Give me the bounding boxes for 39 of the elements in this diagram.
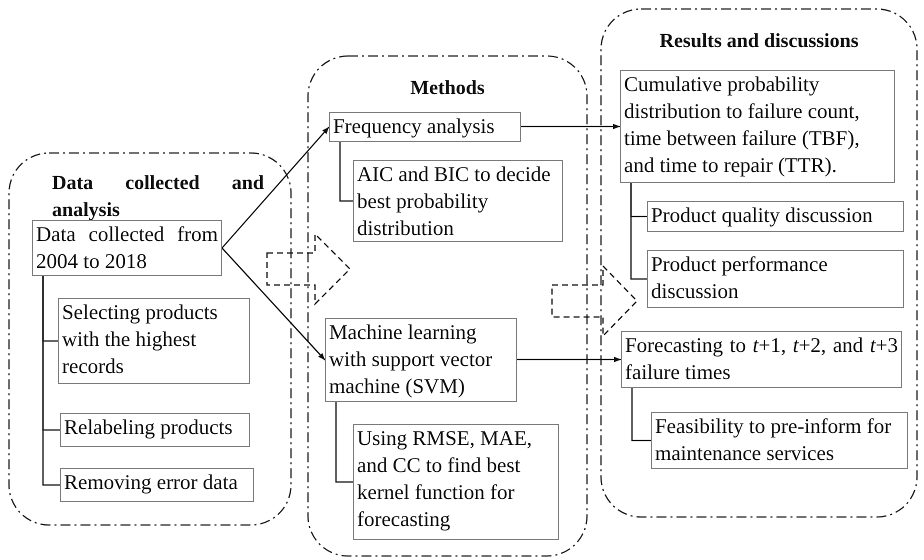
process-box [58, 298, 250, 384]
connector-line [42, 276, 60, 486]
block-arrow [266, 232, 351, 306]
box-text: Machine learning with support vector machine (SVM) [329, 319, 494, 400]
arrow [222, 126, 330, 248]
box-text: Using RMSE, MAE, and CC to find best kernel function for forecasting [357, 425, 534, 533]
section-heading: Data collected and analysis [52, 171, 264, 223]
section-panel [307, 55, 588, 557]
connector-line [335, 402, 353, 483]
box-text: Data collected from 2004 to 2018 [36, 221, 218, 275]
box-text: Frequency analysis [333, 113, 496, 140]
block-arrow [551, 264, 638, 338]
arrow [517, 356, 621, 362]
process-box [60, 468, 254, 502]
connector-line [630, 183, 647, 280]
box-text: Forecasting to t+1, t+2, and t+3 failure times [625, 332, 898, 386]
box-text: Selecting products with the highest records [62, 299, 219, 380]
process-box [353, 424, 559, 540]
box-text: Feasibility to pre-inform for maintenance services [655, 413, 892, 467]
section-heading: Results and discussions [658, 29, 860, 54]
connector-line [631, 388, 651, 442]
box-text: Removing error data [64, 469, 239, 496]
process-box [60, 413, 250, 447]
box-text: AIC and BIC to decide best probability distribution [357, 161, 552, 242]
process-box [647, 250, 904, 308]
section-heading: Methods [409, 76, 486, 101]
arrow [222, 248, 326, 360]
box-text: Product quality discussion [651, 202, 874, 229]
box-text: Product performance discussion [651, 251, 829, 305]
section-panel [8, 152, 292, 526]
arrow [521, 124, 620, 130]
section-panel [600, 8, 918, 518]
process-box [647, 201, 904, 232]
connector-line [339, 142, 353, 202]
process-box [620, 70, 895, 183]
box-text: Cumulative probability distribution to failure count, time between failure (TBF), and time to repair (TTR). [624, 71, 861, 179]
process-box [325, 318, 517, 402]
process-box [329, 112, 521, 142]
box-text: Relabeling products [64, 414, 234, 441]
